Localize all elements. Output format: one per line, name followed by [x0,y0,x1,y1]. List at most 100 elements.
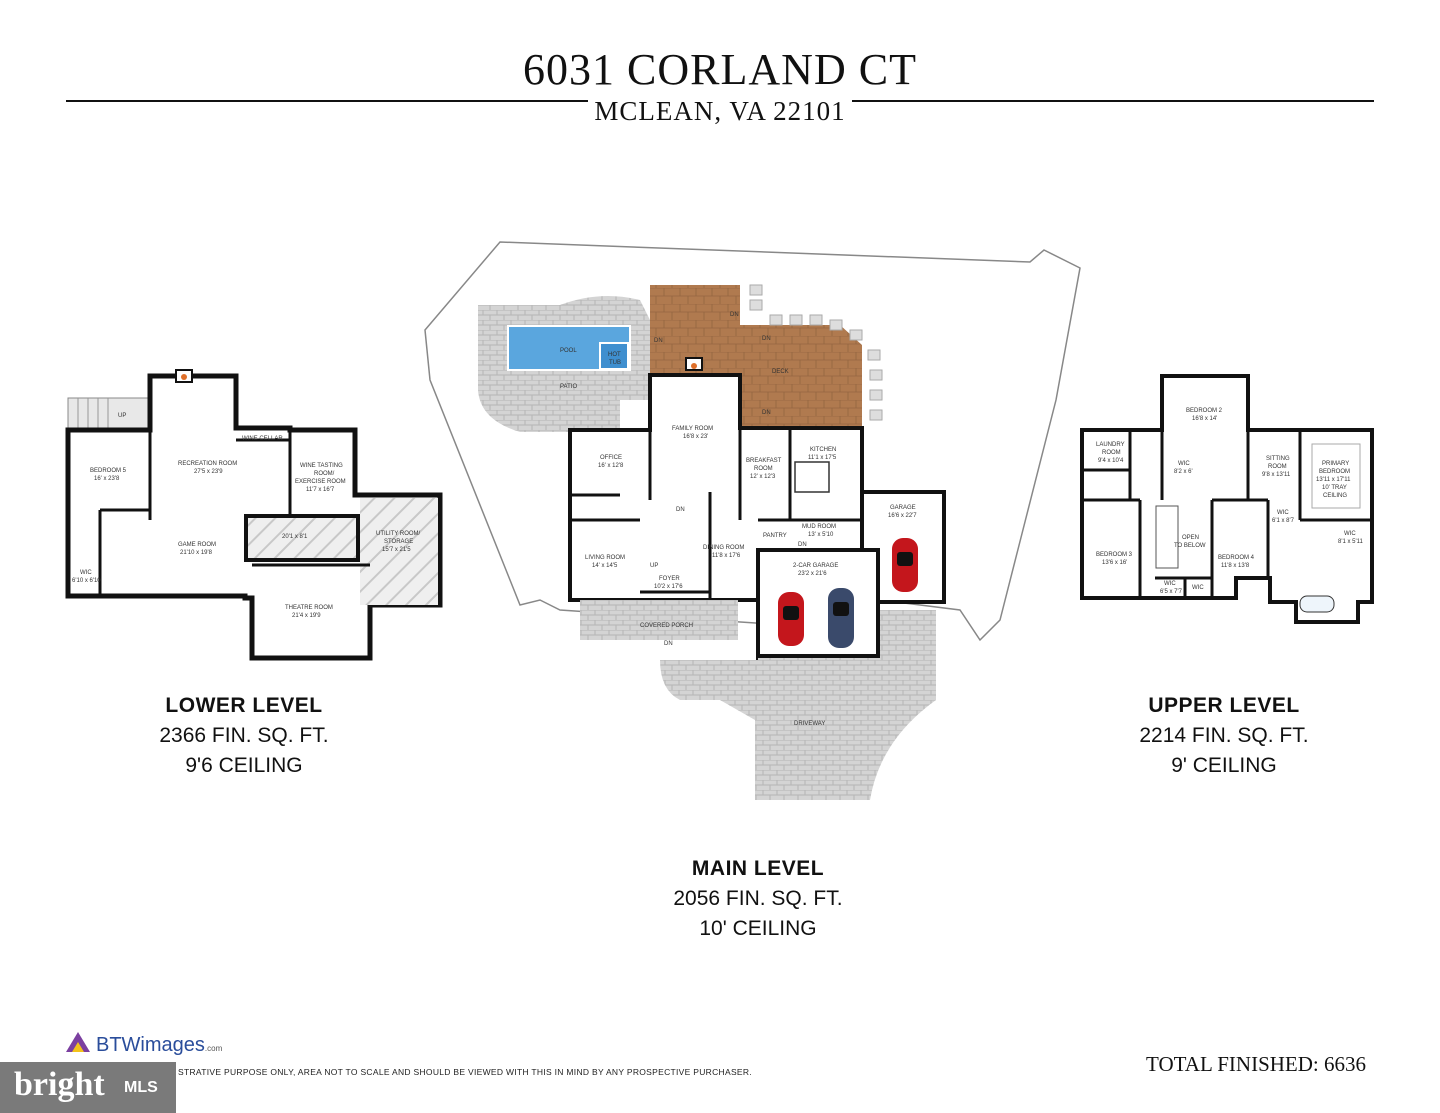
deck-label: DECK [772,369,789,375]
deck-dn-4: DN [762,410,771,416]
office-label: OFFICE [600,455,622,461]
mud-label: MUD ROOM [802,524,836,530]
driveway-label: DRIVEWAY [794,721,825,727]
hot-tub-label-1: HOT [608,352,621,358]
wine-tasting-label-3: EXERCISE ROOM [295,479,346,485]
upper-level-caption: UPPER LEVEL 2214 FIN. SQ. FT. 9' CEILING [1104,694,1344,778]
porch-dn: DN [664,641,673,647]
main-level-area: 2056 FIN. SQ. FT. [673,887,843,910]
bedroom2-label: BEDROOM 2 [1186,408,1223,414]
primary-ceiling-2: CEILING [1323,493,1347,499]
bedroom3-label: BEDROOM 3 [1096,552,1133,558]
primary-label-2: BEDROOM [1319,469,1350,475]
laundry-dim: 9'4 x 10'4 [1098,458,1124,464]
primary-dim: 13'11 x 17'11 [1316,477,1351,483]
wine-tasting-label-1: WINE TASTING [300,463,343,469]
porch-label: COVERED PORCH [640,623,693,629]
utility-room [360,498,438,605]
primary-ceiling-1: 10' TRAY [1322,485,1347,491]
pool-label: POOL [560,348,577,354]
breakfast-label-1: BREAKFAST [746,458,782,464]
utility-label-2: STORAGE [384,539,413,545]
car-blue [828,588,854,648]
office-dim: 16' x 12'8 [598,463,624,469]
lower-level-area: 2366 FIN. SQ. FT. [159,724,329,747]
tray-ceiling [1311,443,1361,509]
deck-dn-3: DN [654,338,663,344]
wic5-label: WIC [1192,585,1204,591]
wine-cellar-label: WINE CELLAR [242,436,283,442]
garage-dim: 16'6 x 22'7 [888,513,917,519]
hot-tub-label-2: TUB [609,360,621,366]
bright-brand-text: bright [14,1066,105,1103]
wine-tasting-dim: 11'7 x 16'7 [306,487,335,493]
car-red-2 [778,592,804,646]
covered-porch [580,600,738,640]
main-level-caption: MAIN LEVEL 2056 FIN. SQ. FT. 10' CEILING [638,857,878,941]
total-finished: TOTAL FINISHED: 6636 [1146,1052,1366,1076]
mud-dim: 13' x 5'10 [808,532,834,538]
wic3-dim: 8'1 x 5'11 [1338,539,1364,545]
wic4-dim: 6'5 x 7'7 [1160,589,1183,595]
wic1-dim: 8'2 x 6' [1174,469,1193,475]
garage-label: GARAGE [890,505,916,511]
family-label: FAMILY ROOM [672,426,713,432]
primary-tub [1299,595,1335,613]
hot-tub [599,342,629,370]
wic3-label: WIC [1344,531,1356,537]
dining-label: DINING ROOM [703,545,744,551]
living-dim: 14' x 14'5 [592,563,618,569]
lower-wic-dim: 6'10 x 6'10 [72,578,101,584]
living-label: LIVING ROOM [585,555,625,561]
btw-brand-suffix: .com [204,1044,223,1053]
address-text: MCLEAN, VA 22101 [588,96,852,126]
deck [650,285,862,428]
wic2-dim: 6'1 x 8'7 [1272,518,1295,524]
kitchen-island [794,461,830,493]
bedroom4-label: BEDROOM 4 [1218,555,1255,561]
garage2-dim: 23'2 x 21'6 [798,571,827,577]
mechanical-room [244,514,360,562]
lower-level-ceiling: 9'6 CEILING [185,754,303,777]
btw-brand-text: BTWimages [96,1034,205,1056]
lot-boundary [424,241,1081,642]
sitting-label-1: SITTING [1266,456,1290,462]
property-title: 6031 CORLAND CT [523,45,917,94]
lower-level-name: LOWER LEVEL [165,694,323,717]
kitchen-dim: 11'1 x 17'5 [808,455,837,461]
recreation-label: RECREATION ROOM [178,461,237,467]
lower-wic-label: WIC [80,570,92,576]
main-level-plan: POOL HOT TUB PATIO DECK DN DN DN DN FAMI… [424,241,1081,800]
pantry-label: PANTRY [763,533,787,539]
utility-dim: 15'7 x 21'5 [382,547,411,553]
upper-level-area: 2214 FIN. SQ. FT. [1139,724,1309,747]
garage2-label: 2-CAR GARAGE [793,563,838,569]
patio-label: PATIO [560,384,577,390]
foyer-label: FOYER [659,576,680,582]
theatre-dim: 21'4 x 19'9 [292,613,321,619]
open-label-1: OPEN [1182,535,1199,541]
game-room-dim: 21'10 x 19'8 [180,550,213,556]
utility-label-1: UTILITY ROOM/ [376,531,421,537]
laundry-label-2: ROOM [1102,450,1121,456]
upper-level-ceiling: 9' CEILING [1171,754,1277,777]
lower-level-plan: UP BEDROOM 5 16' x 23'8 RECREATION ROOM … [65,369,443,661]
mech-room-dim: 20'1 x 8'1 [282,534,308,540]
foyer-dim: 10'2 x 17'6 [654,584,683,590]
sitting-label-2: ROOM [1268,464,1287,470]
open-to-below [1155,505,1179,569]
mud-dn: DN [798,542,807,548]
deck-dn-2: DN [762,336,771,342]
deck-dn-1: DN [730,312,739,318]
breakfast-dim: 12' x 12'3 [750,474,776,480]
game-room-label: GAME ROOM [178,542,216,548]
bedroom4-dim: 11'8 x 13'8 [1221,563,1250,569]
stair-dn: DN [676,507,685,513]
lower-up-label: UP [118,413,126,419]
upper-level-plan: BEDROOM 2 16'8 x 14' LAUNDRY ROOM 9'4 x … [1080,374,1374,624]
wic2-label: WIC [1277,510,1289,516]
theatre-label: THEATRE ROOM [285,605,333,611]
bedroom3-dim: 13'6 x 16' [1102,560,1127,566]
bedroom2-dim: 16'8 x 14' [1192,416,1217,422]
disclaimer-text: STRATIVE PURPOSE ONLY, AREA NOT TO SCALE… [178,1067,752,1077]
